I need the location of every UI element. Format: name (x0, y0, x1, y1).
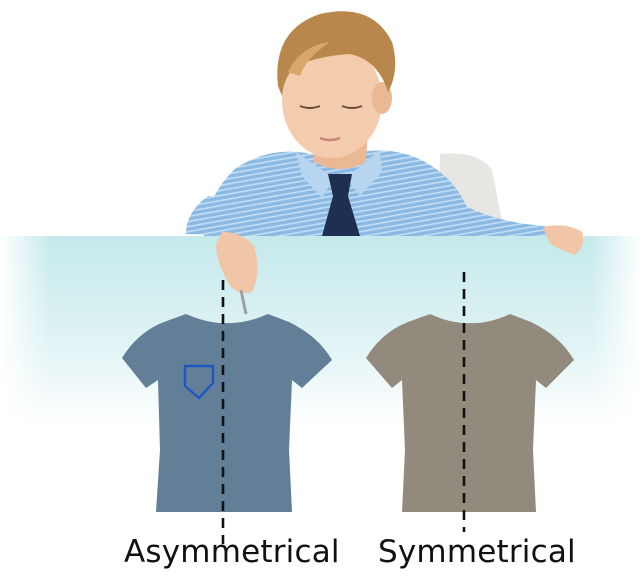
symmetrical-label: Symmetrical (378, 534, 576, 570)
table-surface (0, 225, 641, 426)
asymmetrical-label: Asymmetrical (124, 534, 340, 570)
